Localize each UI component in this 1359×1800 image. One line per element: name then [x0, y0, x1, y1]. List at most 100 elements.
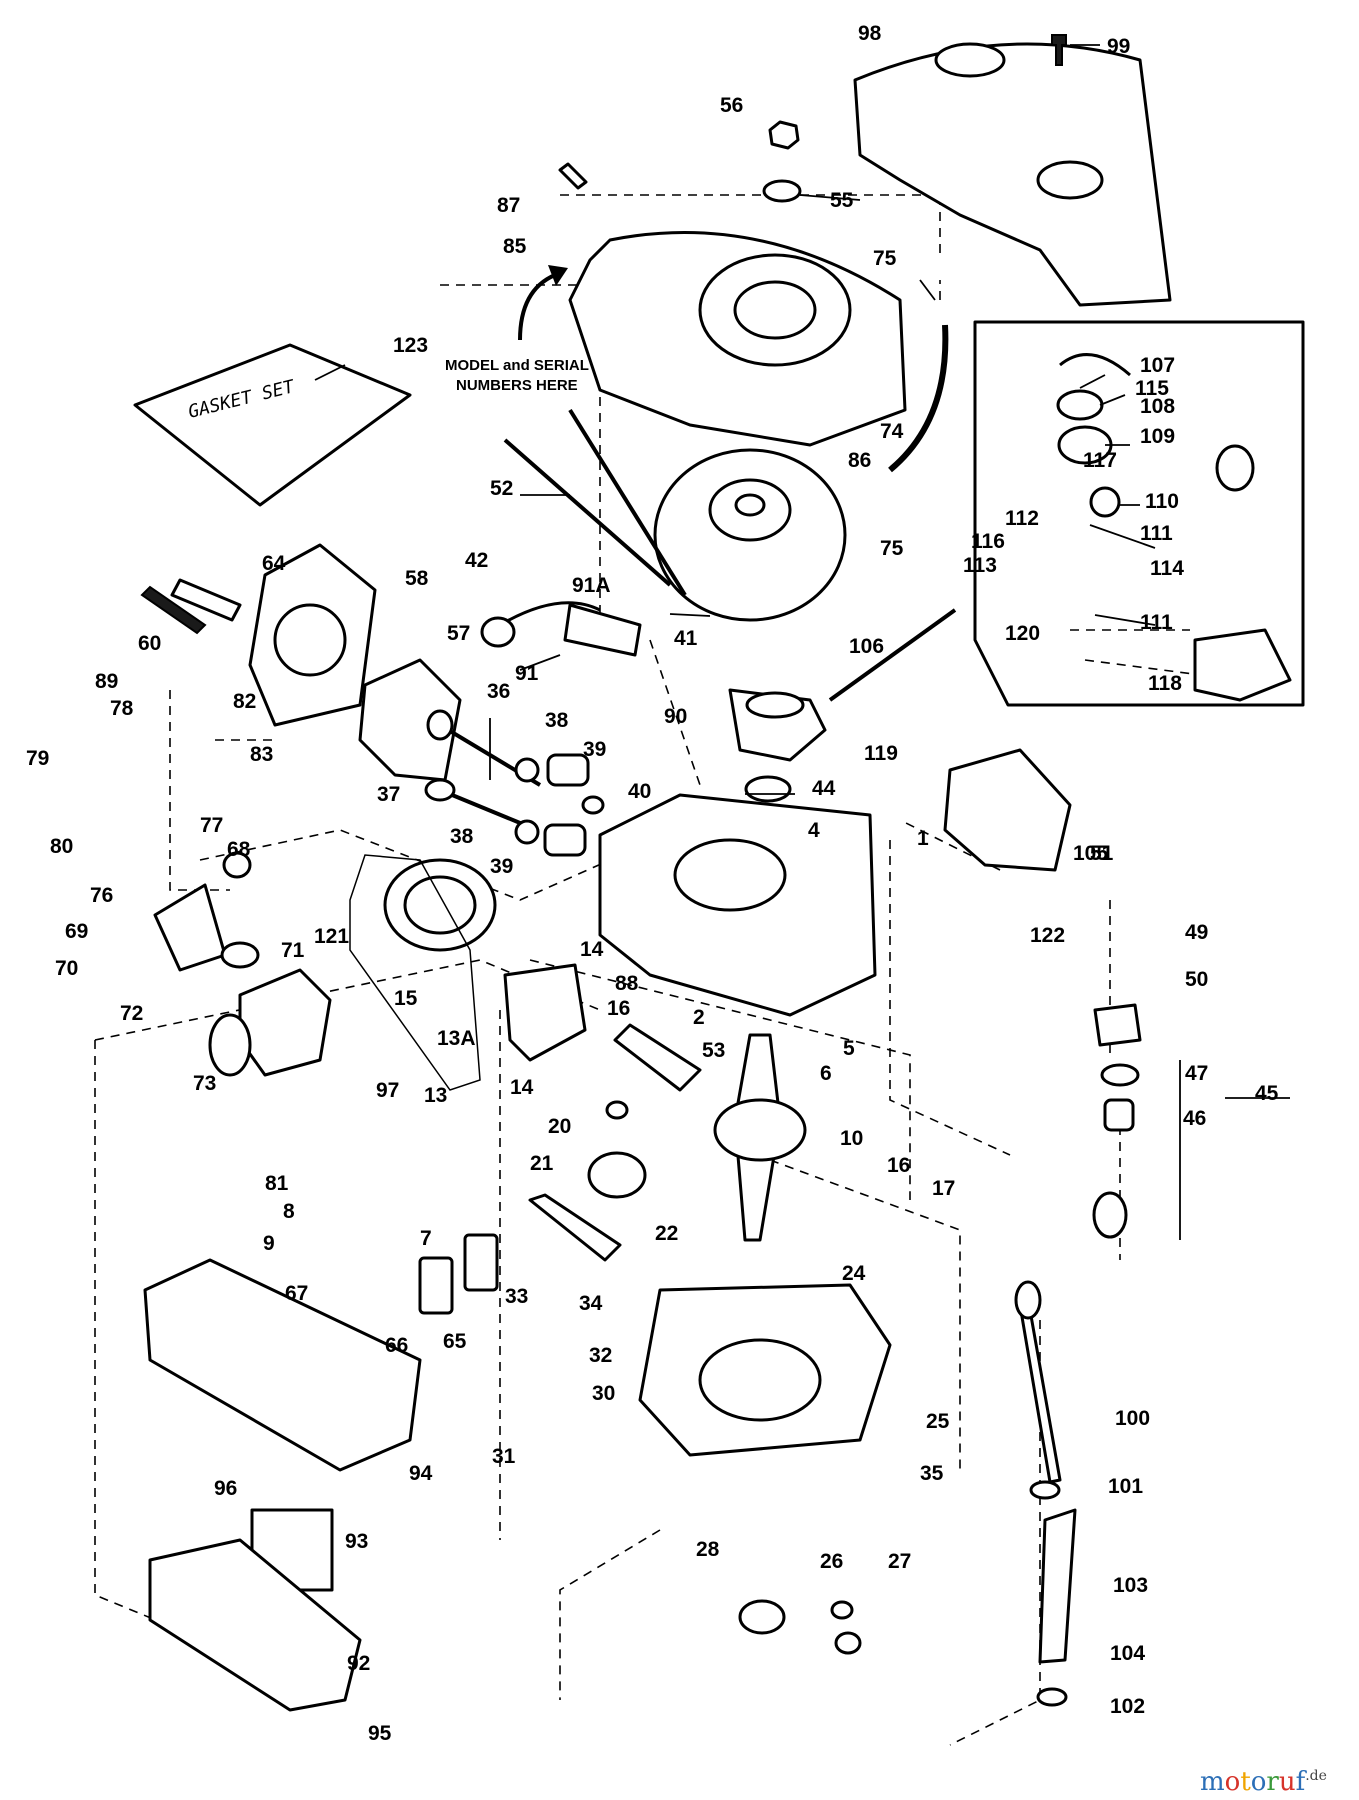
callout-81: 81 [265, 1172, 289, 1195]
gasket-65 [463, 1233, 499, 1292]
callout-72: 72 [120, 1002, 143, 1025]
seal-47 [1100, 1063, 1140, 1087]
callout-100: 100 [1115, 1407, 1150, 1430]
callout-88: 88 [615, 972, 639, 995]
carburetor-121 [238, 968, 332, 1077]
valve-spring-39a [546, 753, 590, 787]
nut-56 [768, 120, 800, 150]
washer-26 [830, 1600, 854, 1620]
callout-78: 78 [110, 697, 134, 720]
o-ring-101 [1029, 1480, 1061, 1500]
callout-6: 6 [820, 1062, 832, 1085]
callout-14a: 14 [580, 938, 604, 961]
callout-39b: 39 [490, 855, 513, 878]
callout-leaders [314, 44, 1290, 1240]
callout-46: 46 [1183, 1107, 1206, 1130]
callout-22: 22 [655, 1222, 678, 1245]
inset-pointer-arrow [828, 608, 957, 702]
callout-116: 116 [971, 530, 1005, 553]
callout-96: 96 [214, 1477, 237, 1500]
callout-67: 67 [285, 1282, 308, 1305]
screw-99 [1051, 34, 1067, 66]
callout-83: 83 [250, 743, 273, 766]
spring-retainer-38b [514, 819, 540, 845]
callout-47: 47 [1185, 1062, 1208, 1085]
callout-1: 1 [917, 827, 929, 850]
spring-retainer-38a [514, 757, 540, 783]
watermark-letter: u [1279, 1767, 1296, 1797]
watermark-letter: r [1266, 1767, 1279, 1797]
callout-64: 64 [262, 552, 286, 575]
callout-106: 106 [849, 635, 884, 658]
callout-40: 40 [628, 780, 651, 803]
air-cleaner-cover-94 [143, 1258, 422, 1472]
callout-10: 10 [840, 1127, 863, 1150]
valve-spring-39b [543, 823, 587, 857]
callout-31: 31 [492, 1445, 516, 1468]
callout-65: 65 [443, 1330, 467, 1353]
watermark-letter: o [1251, 1767, 1267, 1797]
callout-115: 115 [1135, 377, 1169, 400]
callout-16a: 16 [607, 997, 630, 1020]
part-46 [1103, 1098, 1135, 1132]
callout-112: 112 [1005, 507, 1039, 530]
note-line-2: NUMBERS HERE [456, 377, 578, 394]
callout-95: 95 [368, 1722, 392, 1745]
callout-79: 79 [26, 747, 49, 770]
callout-4: 4 [808, 819, 820, 842]
bolt-60 [140, 585, 207, 635]
part-108 [1056, 389, 1104, 421]
callout-57: 57 [447, 622, 470, 645]
callout-38b: 38 [450, 825, 474, 848]
gasket-set-123 [133, 343, 412, 507]
callout-49: 49 [1185, 921, 1208, 944]
bolt-87 [558, 162, 588, 190]
callout-17: 17 [932, 1177, 955, 1200]
callout-121: 121 [314, 925, 349, 948]
callout-102: 102 [1110, 1695, 1145, 1718]
ignition-lead-42 [499, 601, 601, 627]
callout-58: 58 [405, 567, 429, 590]
callout-2: 2 [693, 1006, 705, 1029]
callout-55: 55 [830, 189, 854, 212]
callout-30: 30 [592, 1382, 615, 1405]
ignition-inset-frame [973, 320, 1305, 707]
seal-102 [1036, 1687, 1068, 1707]
callout-108: 108 [1140, 395, 1175, 418]
callout-91: 91 [515, 662, 539, 685]
callout-14b: 14 [510, 1076, 534, 1099]
callout-37: 37 [377, 783, 400, 806]
callout-8: 8 [283, 1200, 295, 1223]
callout-26: 26 [820, 1550, 843, 1573]
callout-120: 120 [1005, 622, 1040, 645]
callout-71: 71 [281, 939, 305, 962]
callout-91A: 91A [572, 574, 611, 597]
callout-77: 77 [200, 814, 223, 837]
callout-33: 33 [505, 1285, 528, 1308]
watermark-motoruf: motoruf.de [1200, 1767, 1327, 1797]
callout-39a: 39 [583, 738, 606, 761]
callout-123: 123 [393, 334, 428, 357]
callout-69: 69 [65, 920, 88, 943]
callout-87: 87 [497, 194, 520, 217]
watermark-letter: f [1296, 1767, 1308, 1797]
callout-74: 74 [880, 420, 904, 443]
callout-35: 35 [920, 1462, 944, 1485]
callout-113: 113 [963, 554, 997, 577]
fuel-tank-98 [853, 42, 1172, 307]
watermark-suffix: .de [1305, 1768, 1327, 1784]
callout-5: 5 [843, 1037, 855, 1060]
fuel-pump-parts-45 [1093, 1003, 1142, 1047]
control-cable-52 [503, 438, 672, 587]
plug-27 [834, 1631, 862, 1655]
callout-97: 97 [376, 1079, 399, 1102]
callout-110: 110 [1145, 490, 1179, 513]
callout-99: 99 [1107, 35, 1130, 58]
callout-38a: 38 [545, 709, 569, 732]
callout-85: 85 [503, 235, 527, 258]
note-model-serial: MODEL and SERIAL NUMBERS HERE [445, 265, 589, 394]
callout-24: 24 [842, 1262, 866, 1285]
part-shapes [133, 34, 1305, 1712]
oil-seal-28 [738, 1599, 786, 1635]
callout-103: 103 [1113, 1574, 1148, 1597]
